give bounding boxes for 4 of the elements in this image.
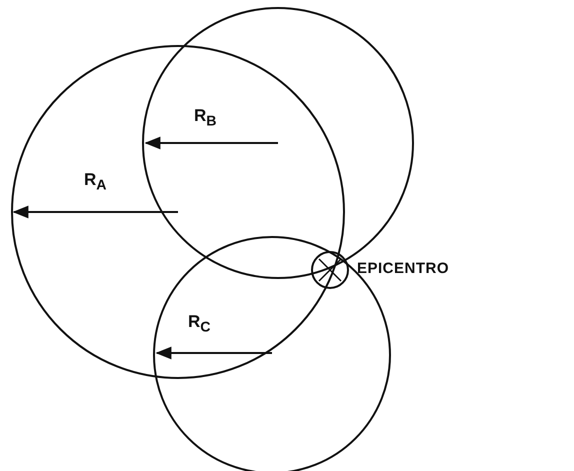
radius-label: R$_{B}$	[194, 106, 217, 130]
radius-label: R$_{A}$	[84, 170, 107, 194]
radius-label: R$_{C}$	[188, 312, 211, 336]
epicenter-label: EPICENTRO	[357, 260, 450, 277]
